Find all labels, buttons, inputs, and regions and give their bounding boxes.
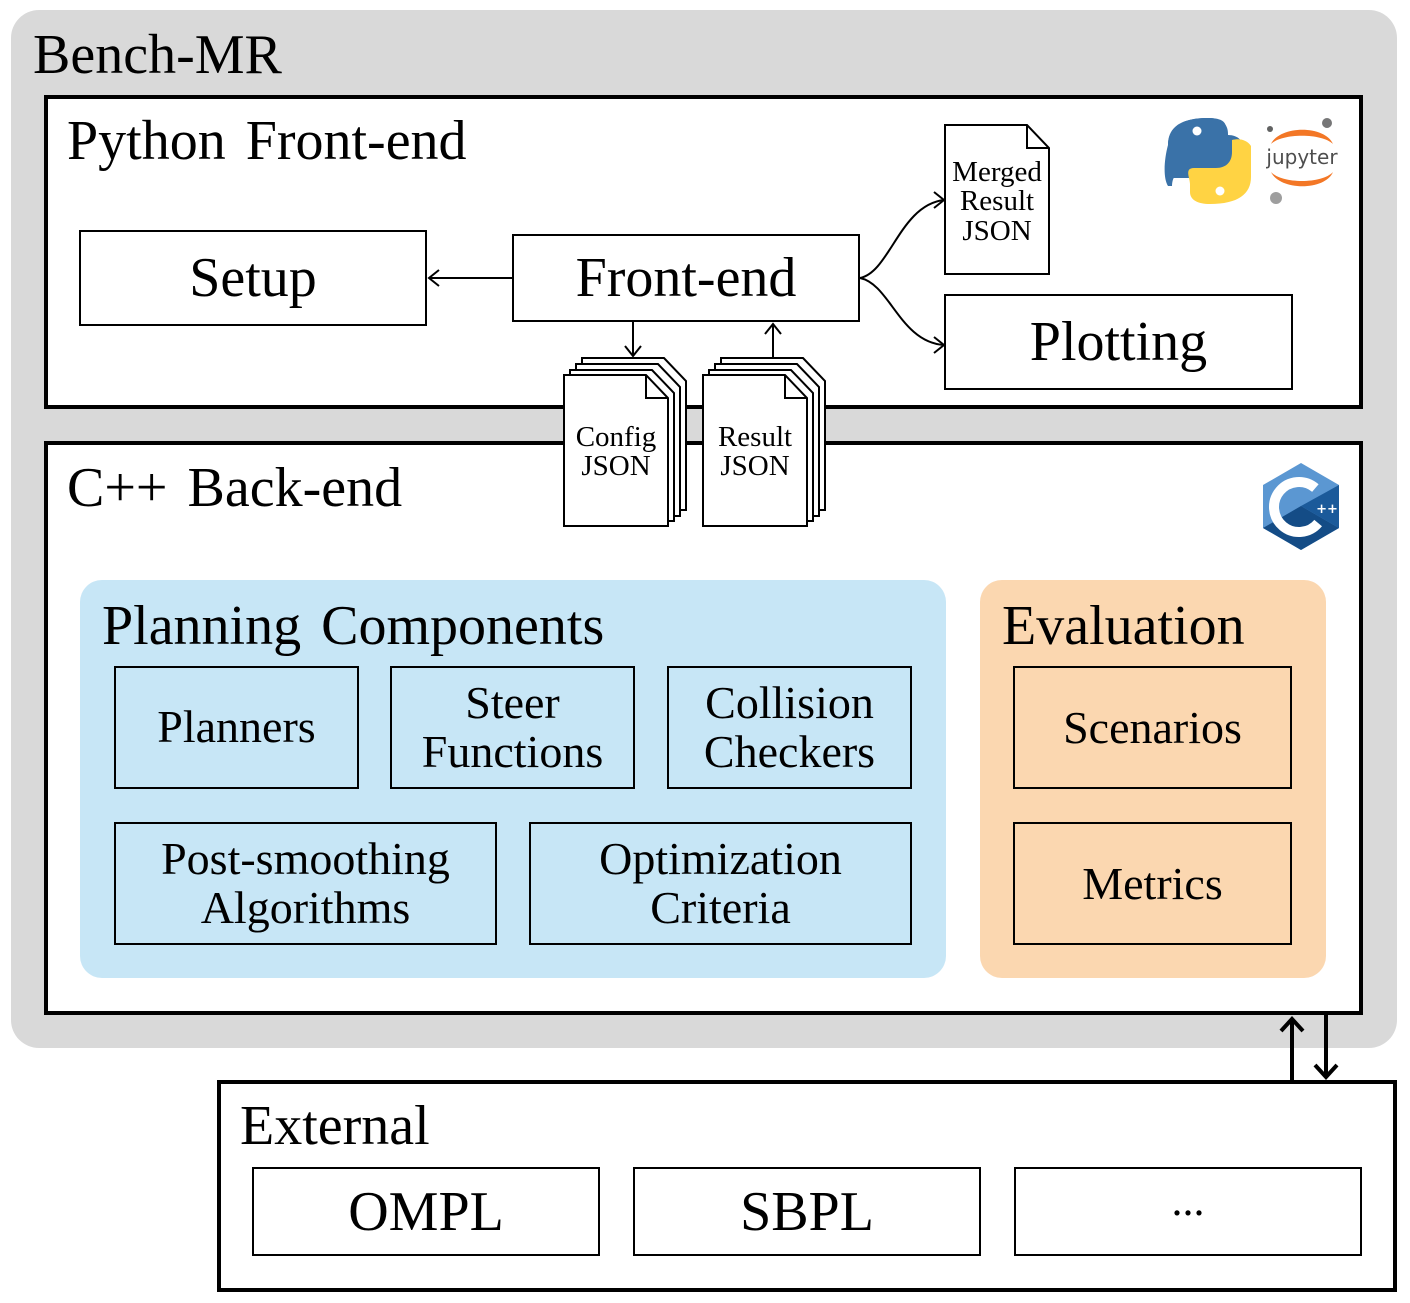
merged-doc-line-3: JSON bbox=[962, 215, 1031, 247]
result-json-doc-stack: Result JSON bbox=[702, 357, 826, 527]
arrow-backend-to-external bbox=[1313, 1015, 1339, 1080]
ompl-box: OMPL bbox=[252, 1167, 600, 1256]
cpp-backend-title: C++ Back-end bbox=[67, 457, 403, 519]
more-externals-box: ... bbox=[1014, 1167, 1362, 1256]
arrow-frontend-to-setup bbox=[427, 269, 512, 287]
config-doc-line-1: Config bbox=[576, 421, 657, 453]
frontend-box: Front-end bbox=[512, 234, 860, 322]
steer-functions-box: Steer Functions bbox=[390, 666, 635, 789]
arrow-frontend-to-merged bbox=[859, 191, 946, 279]
scenarios-box: Scenarios bbox=[1013, 666, 1292, 789]
merged-doc-line-1: Merged bbox=[952, 156, 1042, 188]
result-doc-line-2: JSON bbox=[720, 450, 789, 482]
planners-box: Planners bbox=[114, 666, 359, 789]
jupyter-logo-icon: jupyter bbox=[1265, 118, 1338, 204]
arrow-frontend-to-config bbox=[624, 322, 642, 358]
merged-result-json-doc: Merged Result JSON bbox=[944, 124, 1050, 275]
planning-components-title: Planning Components bbox=[102, 595, 605, 657]
python-frontend-title: Python Front-end bbox=[67, 110, 467, 172]
post-smoothing-box: Post-smoothing Algorithms bbox=[114, 822, 497, 945]
config-json-doc-stack: Config JSON bbox=[563, 357, 687, 527]
evaluation-title: Evaluation bbox=[1002, 595, 1245, 657]
arrow-result-to-frontend bbox=[764, 322, 782, 358]
arrow-frontend-to-plotting bbox=[859, 277, 946, 354]
plotting-box: Plotting bbox=[944, 294, 1293, 390]
bench-mr-title: Bench-MR bbox=[33, 24, 282, 86]
external-title: External bbox=[240, 1095, 430, 1157]
result-doc-line-1: Result bbox=[718, 421, 792, 453]
setup-box: Setup bbox=[79, 230, 427, 326]
svg-text:++: ++ bbox=[1316, 502, 1338, 517]
cpp-logo-icon: ++ bbox=[1263, 463, 1339, 550]
merged-doc-line-2: Result bbox=[960, 185, 1034, 217]
collision-checkers-box: Collision Checkers bbox=[667, 666, 912, 789]
sbpl-box: SBPL bbox=[633, 1167, 981, 1256]
metrics-box: Metrics bbox=[1013, 822, 1292, 945]
optimization-criteria-box: Optimization Criteria bbox=[529, 822, 912, 945]
python-logo-icon bbox=[1164, 118, 1251, 204]
arrow-external-to-backend bbox=[1279, 1016, 1305, 1080]
config-doc-line-2: JSON bbox=[581, 450, 650, 482]
jupyter-logo-text: jupyter bbox=[1265, 145, 1338, 169]
